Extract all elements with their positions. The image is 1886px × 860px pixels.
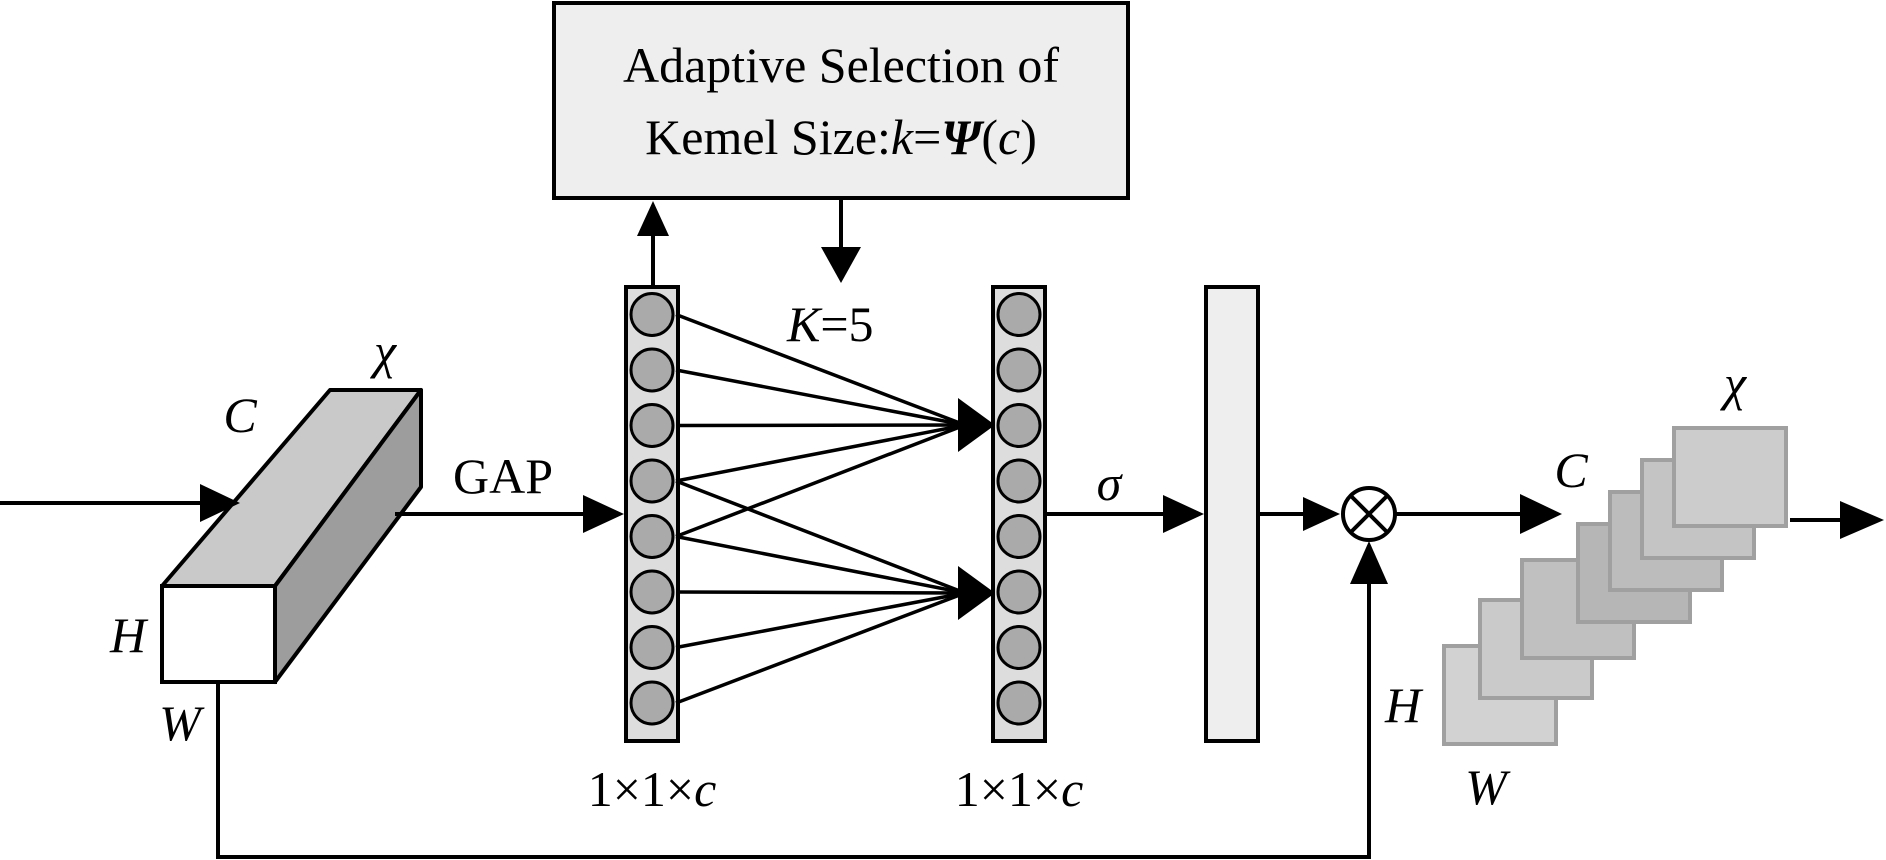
multiply-icon (1341, 486, 1397, 542)
vector-2-label: 1×1×c (955, 761, 1084, 817)
vector-2-element-4 (996, 458, 1042, 504)
vector-1-element-1 (629, 292, 675, 337)
sigma-label: σ (1097, 455, 1124, 511)
selection-box-line2: Kemel Size:k=Ψ(c) (645, 109, 1037, 165)
vector-1-element-6 (629, 569, 675, 615)
output-tensor (1442, 426, 1788, 746)
arrow-from-selection-box (821, 200, 861, 283)
output-tensor-w-label: W (1465, 759, 1511, 815)
vector-1-element-5 (629, 514, 675, 559)
input-arrowhead (200, 484, 240, 522)
output-arrowhead (1840, 501, 1884, 539)
multiply-to-output-arrowhead (1520, 494, 1562, 534)
output-tensor-slice-1 (1672, 426, 1788, 528)
output-tensor-h-label: H (1384, 677, 1424, 733)
vector-2-element-7 (996, 625, 1042, 670)
vector-2-element-3 (996, 403, 1042, 448)
input-tensor-symbol: χ (370, 323, 398, 379)
input-tensor-h-label: H (109, 607, 149, 663)
vector-2-element-1 (996, 292, 1042, 337)
output-tensor-symbol: χ (1720, 355, 1748, 411)
connection-upper-2 (675, 368, 966, 427)
vector-2-element-8 (996, 680, 1042, 726)
vector-1 (624, 285, 680, 743)
vector-2-element-2 (996, 347, 1042, 393)
output-tensor-c-label: C (1554, 442, 1588, 498)
vector-1-element-7 (629, 625, 675, 670)
vector-2-element-6 (996, 569, 1042, 615)
convolution-connections (675, 312, 966, 705)
gap-arrowhead (583, 495, 624, 533)
connection-lower-2 (675, 534, 966, 595)
channel-weights-bar (1204, 285, 1260, 743)
vector-1-element-8 (629, 680, 675, 726)
vector-2-element-5 (996, 514, 1042, 559)
connection-upper-4 (675, 423, 966, 483)
input-tensor-c-label: C (223, 387, 257, 443)
connection-upper-1 (675, 312, 966, 427)
vector-2 (991, 285, 1047, 743)
selection-box (552, 1, 1130, 200)
connection-lower-3 (675, 590, 966, 595)
vector-1-element-3 (629, 403, 675, 448)
vector-1-label: 1×1×c (588, 761, 717, 817)
kernel-size-label: K=5 (786, 296, 874, 352)
vector-1-element-2 (629, 347, 675, 393)
vector-1-element-4 (629, 458, 675, 504)
connection-lower-5 (675, 591, 966, 705)
selection-box-line1: Adaptive Selection of (623, 37, 1059, 93)
connection-lower-1 (675, 479, 966, 595)
connection-lower-4 (675, 591, 966, 650)
connection-upper-5 (675, 423, 966, 539)
input-tensor (160, 388, 423, 684)
input-tensor-front-face (160, 584, 277, 684)
connection-upper-3 (675, 423, 966, 428)
skip-connection-arrowhead (1350, 541, 1388, 584)
skip-connection (216, 580, 1371, 859)
gap-label: GAP (453, 448, 553, 504)
sigma-arrowhead (1163, 495, 1204, 533)
arrow-to-selection-box (637, 201, 669, 287)
input-tensor-w-label: W (159, 695, 205, 751)
weights-to-multiply-arrowhead (1303, 497, 1340, 531)
convolution-arrowhead-lower (958, 566, 995, 620)
convolution-arrowhead-upper (958, 398, 995, 452)
